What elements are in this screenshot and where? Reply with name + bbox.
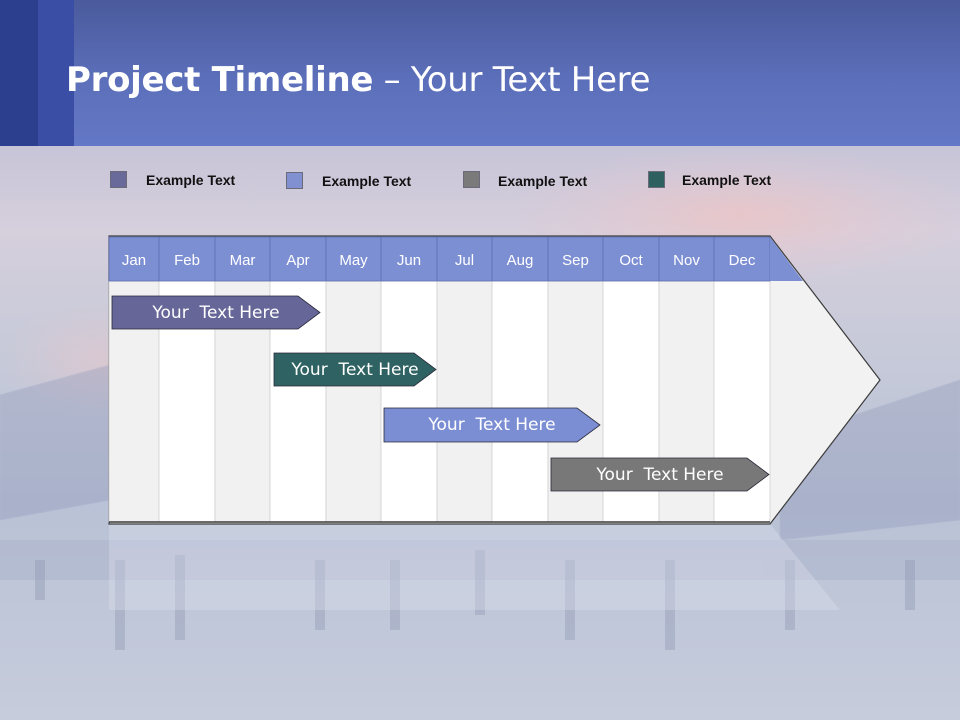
month-header-cell <box>158 236 216 282</box>
month-label: Feb <box>174 252 200 269</box>
legend-swatch-2 <box>286 172 303 189</box>
title-bar <box>0 0 960 146</box>
month-header-tip <box>770 237 803 281</box>
title-accent-strip <box>0 0 38 146</box>
title-accent-strip-2 <box>38 0 74 146</box>
timeline-reflection <box>109 524 840 610</box>
month-label: Aug <box>507 252 534 269</box>
task-bar-4 <box>550 457 770 492</box>
legend-label-1: Example Text <box>146 172 236 188</box>
month-label: Sep <box>562 252 589 269</box>
legend-label-2: Example Text <box>322 173 412 189</box>
month-header-cell <box>602 236 660 282</box>
month-label: Apr <box>286 252 309 269</box>
month-header-cell <box>491 236 549 282</box>
page-title: Project Timeline – Your Text Here <box>66 60 651 100</box>
task-label-4: Your Text Here <box>596 464 724 485</box>
month-column <box>380 280 438 523</box>
month-label: Jul <box>455 252 474 269</box>
month-header-cell <box>658 236 715 282</box>
legend-label-3: Example Text <box>498 173 588 189</box>
month-label: Jun <box>397 252 421 269</box>
task-bar-1 <box>111 295 321 330</box>
month-header-cell <box>269 236 327 282</box>
month-label: Jan <box>122 252 146 269</box>
month-header-cell <box>108 236 160 282</box>
month-header-cell <box>325 236 382 282</box>
month-column <box>436 280 493 523</box>
task-bar-2 <box>273 352 437 387</box>
legend-swatch-4 <box>648 171 665 188</box>
month-header-cell <box>214 236 271 282</box>
task-label-3: Your Text Here <box>428 415 556 435</box>
legend-label-4: Example Text <box>682 172 772 188</box>
month-column <box>325 280 382 523</box>
task-bar-3 <box>383 407 601 443</box>
month-label: May <box>339 252 368 269</box>
legend-swatch-3 <box>463 171 480 188</box>
month-column <box>491 280 549 523</box>
month-label: Dec <box>729 252 756 269</box>
month-label: Nov <box>673 252 700 269</box>
month-label: Mar <box>230 252 256 269</box>
month-header-cell <box>380 236 438 282</box>
task-label-1: Your Text Here <box>152 302 280 323</box>
task-label-2: Your Text Here <box>291 359 419 380</box>
legend-swatch-1 <box>110 171 127 188</box>
month-label: Oct <box>619 252 643 269</box>
